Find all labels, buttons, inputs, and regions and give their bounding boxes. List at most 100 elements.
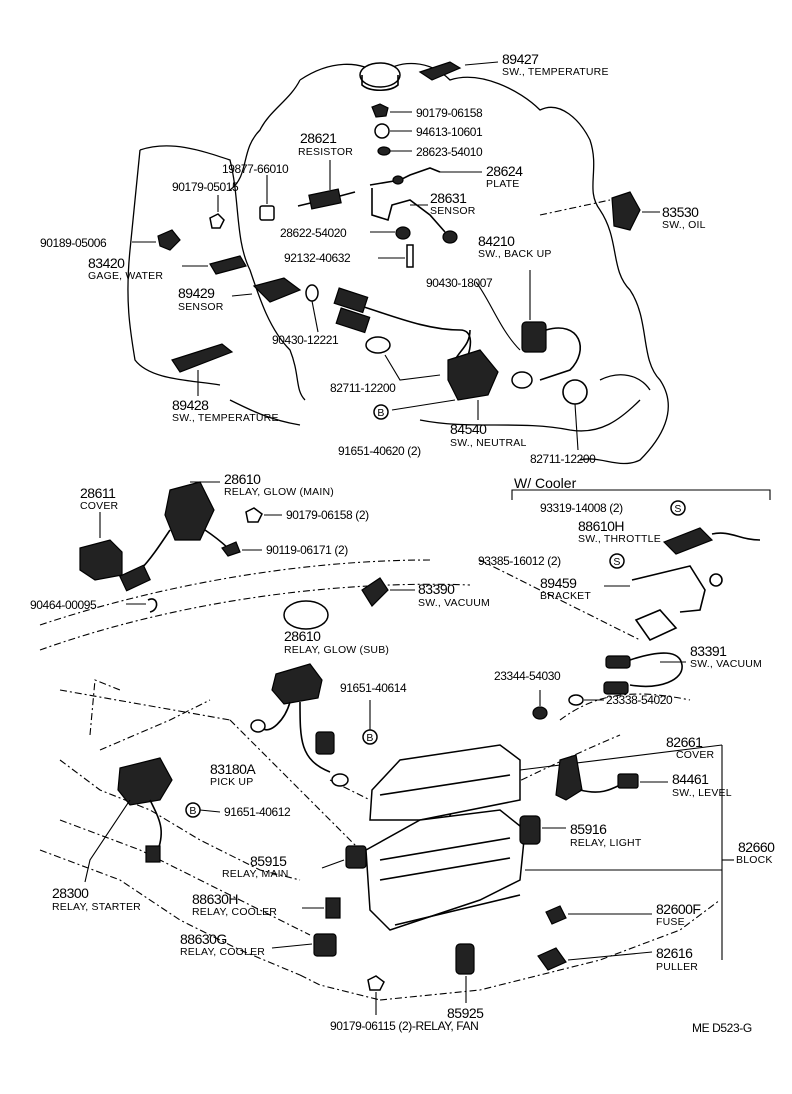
bolt-mark-b: B [189,805,196,817]
part-name-83391: SW., VACUUM [690,658,762,670]
part-name-28611: COVER [80,500,119,512]
part-name-28624: PLATE [486,178,519,190]
fan-relay-icon [455,943,475,1003]
part-number-90189-05006: 90189-05006 [40,236,107,250]
part-number-82661: 82661 [666,734,703,750]
part-number-90179-06158-b: 90179-06158 (2) [286,508,369,522]
starter-relay-icon [84,757,173,883]
part-name-88610H: SW., THROTTLE [578,533,661,545]
callout-labels: 89427 SW., TEMPERATURE 90179-06158 94613… [30,51,776,1035]
part-number-83420: 83420 [88,255,125,271]
part-number-28622-54020: 28622-54020 [280,226,347,240]
backup-switch-icon [475,270,581,389]
part-name-84461: SW., LEVEL [672,787,732,799]
part-number-83390: 83390 [418,581,455,597]
part-number-91651-40612: 91651-40612 [224,805,291,819]
throttle-switch-icon [662,527,761,555]
cooler-relay-g-icon [271,933,337,957]
hose-clamp-icon [562,379,588,451]
part-number-90430-12221: 90430-12221 [272,333,339,347]
level-switch-icon [555,754,668,801]
part-name-28631: SENSOR [430,205,476,217]
grommet-icon [370,226,411,240]
temperature-switch-top-icon [359,61,499,92]
part-number-89429: 89429 [178,285,215,301]
cooler-bracket-icon [604,565,723,642]
resistor-icon [297,160,356,210]
part-number-28624: 28624 [486,163,523,179]
bolt-b-starter: B [185,802,221,818]
part-name-83390: SW., VACUUM [418,597,490,609]
clamp-leader [384,354,441,381]
part-name-88630H: RELAY, COOLER [192,906,277,918]
part-number-85916: 85916 [570,821,607,837]
part-number-28610-main: 28610 [224,471,261,487]
bushing-icon [259,175,275,221]
part-number-19877-66010: 19877-66010 [222,162,289,176]
glow-relay-cover-icon [79,512,123,581]
part-name-89428: SW., TEMPERATURE [172,412,279,424]
bolt-s-1: S [670,500,686,516]
clip-icon [126,598,158,613]
part-number-89427: 89427 [502,51,539,67]
part-name-82600F: FUSE [656,916,685,928]
part-number-28623-54010: 28623-54010 [416,145,483,159]
part-name-28300: RELAY, STARTER [52,901,141,913]
part-number-93319-14008: 93319-14008 (2) [540,501,623,515]
part-number-84540: 84540 [450,421,487,437]
part-name-88630G: RELAY, COOLER [180,946,265,958]
part-number-93385-16012: 93385-16012 (2) [478,554,561,568]
part-number-85925: 85925 [447,1005,484,1021]
part-number-28300: 28300 [52,885,89,901]
temperature-switch-lower-icon [171,343,234,396]
bolt-s-2: S [609,553,625,569]
glow-relay-sub-icon [250,600,349,787]
part-number-88630H: 88630H [192,891,238,907]
part-name-28610-sub: RELAY, GLOW (SUB) [284,644,389,656]
bolt-mark-s: S [674,503,681,515]
bolt-mark-b: B [366,732,373,744]
part-name-83180A: PICK UP [210,776,253,788]
main-relay-icon [321,845,367,869]
part-number-83180A: 83180A [210,761,256,777]
part-number-90464-00095: 90464-00095 [30,598,97,612]
relay-block-icon [365,744,723,931]
part-name-83530: SW., OIL [662,219,706,231]
part-number-83391: 83391 [690,643,727,659]
sensor-89429-icon [231,277,319,333]
part-number-90430-18007: 90430-18007 [426,276,493,290]
bolt-06171-icon [221,541,262,557]
part-name-84210: SW., BACK UP [478,248,552,260]
nut-washer-stack-icon [371,103,412,156]
part-number-84210: 84210 [478,233,515,249]
part-number-28631: 28631 [430,190,467,206]
part-number-82660: 82660 [738,839,775,855]
cooler-section-title: W/ Cooler [514,475,577,491]
cooler-relay-h-icon [302,897,341,919]
part-name-85915: RELAY, MAIN [222,868,289,880]
bolt-b-sub: B [362,700,378,745]
part-name-89459: BRACKET [540,590,591,602]
part-number-90119-06171: 90119-06171 (2) [266,543,348,557]
glow-relay-main-icon [119,481,230,592]
part-number-82711-12200-b: 82711-12200 [530,452,596,466]
oil-switch-icon [539,191,660,231]
part-number-94613-10601: 94613-10601 [416,125,483,139]
stud-icon [378,244,414,268]
part-number-84461: 84461 [672,771,709,787]
part-number-82616: 82616 [656,945,693,961]
part-number-91651-40620: 91651-40620 (2) [338,444,421,458]
part-number-92132-40632: 92132-40632 [284,251,351,265]
part-name-82661: COVER [676,749,715,761]
part-name-89427: SW., TEMPERATURE [502,66,609,78]
washer-23338-icon [568,694,604,706]
light-relay-icon [519,815,566,845]
part-number-23344-54030: 23344-54030 [494,669,561,683]
part-number-88630G: 88630G [180,931,227,947]
engine-outline [127,62,669,465]
part-number-28621: 28621 [300,130,337,146]
part-name-82616: PULLER [656,961,698,973]
part-number-90179-06158: 90179-06158 [416,106,483,120]
nut-06115-icon [367,975,385,1015]
